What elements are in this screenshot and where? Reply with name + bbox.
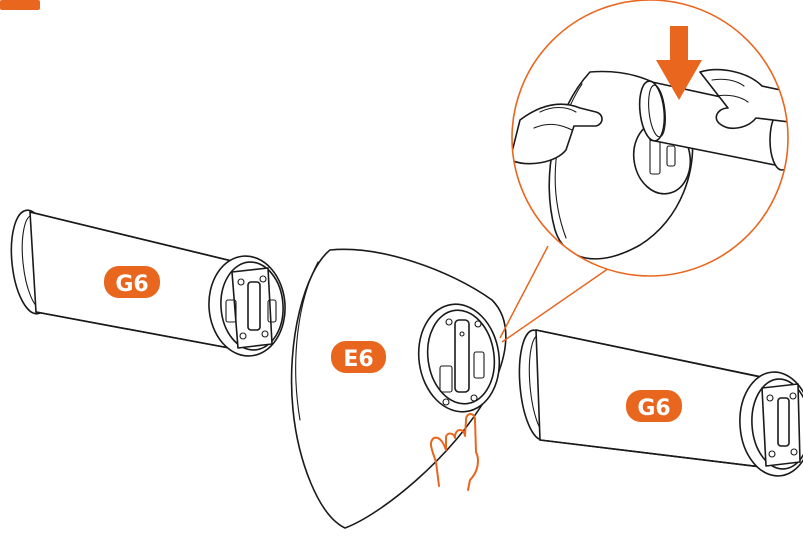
- badge-g6-right-label: G6: [637, 396, 670, 421]
- badge-g6-left-label: G6: [115, 272, 148, 297]
- panel-e6: [290, 248, 507, 529]
- badge-g6-right: G6: [626, 390, 682, 422]
- down-arrow-icon: [656, 26, 702, 100]
- magnifier-callout: [499, 0, 789, 343]
- badge-g6-left: G6: [104, 266, 160, 298]
- badge-e6-label: E6: [343, 347, 373, 372]
- badge-e6: E6: [331, 341, 386, 373]
- pointing-hand-icon: [429, 413, 479, 491]
- corner-marker: [0, 0, 40, 10]
